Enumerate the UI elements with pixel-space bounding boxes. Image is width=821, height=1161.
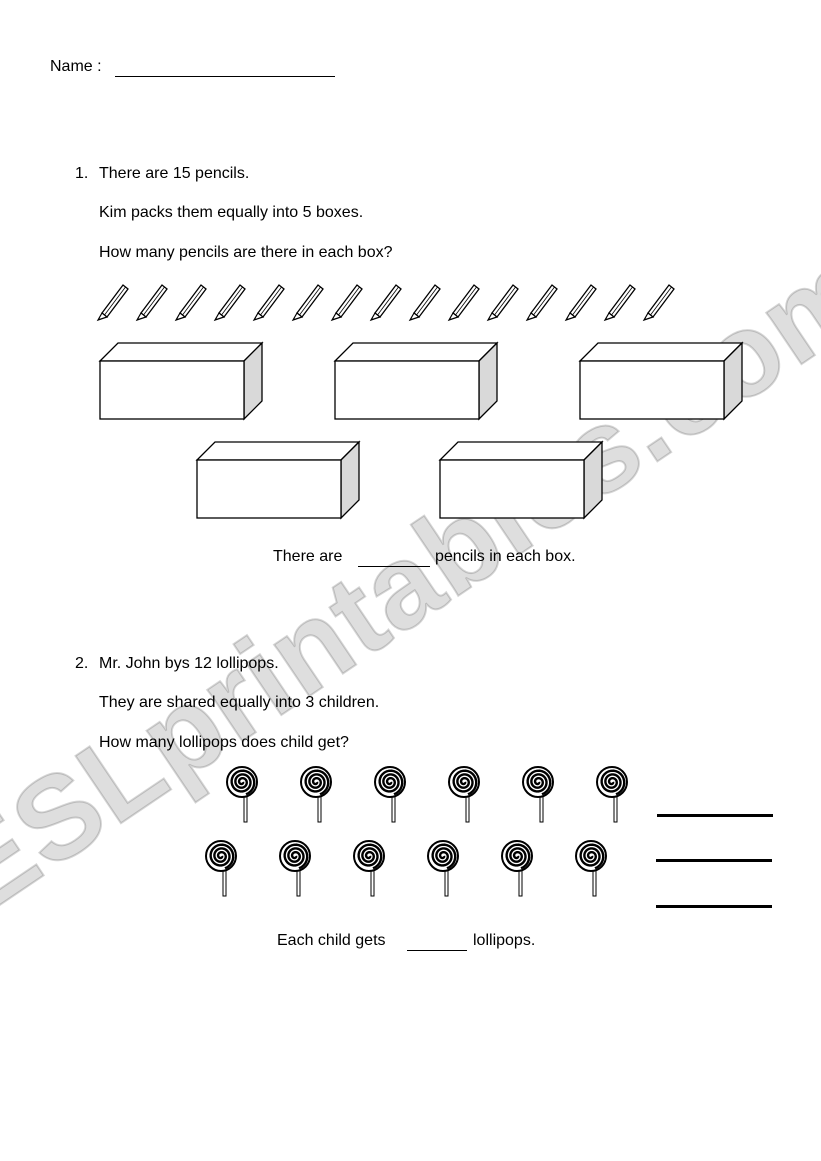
q2-line3: How many lollipops does child get? <box>99 734 349 751</box>
lollipop-icon <box>205 840 237 897</box>
lollipop-icon <box>522 766 554 823</box>
child-answer-line-3[interactable] <box>656 905 772 908</box>
pencil-icon <box>408 284 441 322</box>
q1-line3: How many pencils are there in each box? <box>99 244 393 261</box>
q1-number: 1. <box>75 165 89 182</box>
box-3 <box>578 341 744 421</box>
q2-number: 2. <box>75 655 89 672</box>
q2-line1: Mr. John bys 12 lollipops. <box>99 655 279 672</box>
lollipop-icon <box>596 766 628 823</box>
pencil-icon <box>330 284 363 322</box>
lollipop-icon <box>501 840 533 897</box>
pencil-icon <box>213 284 246 322</box>
pencil-row <box>96 284 675 322</box>
q1-answer-blank[interactable] <box>358 566 430 567</box>
name-answer-line[interactable] <box>115 76 335 77</box>
q1-line1: There are 15 pencils. <box>99 165 250 182</box>
lollipop-icon <box>427 840 459 897</box>
q1-answer-before: There are <box>273 548 343 565</box>
box-5 <box>438 440 604 520</box>
pencil-icon <box>252 284 285 322</box>
name-label: Name : <box>50 58 102 75</box>
box-2 <box>333 341 499 421</box>
pencil-icon <box>96 284 129 322</box>
lollipop-icon <box>226 766 258 823</box>
q2-answer-after: lollipops. <box>473 932 536 949</box>
lollipop-group <box>205 766 628 897</box>
pencil-icon <box>369 284 402 322</box>
pencil-icon <box>564 284 597 322</box>
q2-answer-blank[interactable] <box>407 950 467 951</box>
pencil-icon <box>603 284 636 322</box>
q2-answer-before: Each child gets <box>277 932 386 949</box>
lollipop-icon <box>448 766 480 823</box>
pencil-icon <box>291 284 324 322</box>
pencil-icon <box>642 284 675 322</box>
lollipop-icon <box>353 840 385 897</box>
lollipop-icon <box>374 766 406 823</box>
child-answer-line-2[interactable] <box>656 859 772 862</box>
box-4 <box>195 440 361 520</box>
lollipop-icon <box>279 840 311 897</box>
pencil-icon <box>525 284 558 322</box>
lollipop-icon <box>300 766 332 823</box>
pencil-icon <box>447 284 480 322</box>
child-answer-line-1[interactable] <box>657 814 773 817</box>
q2-line2: They are shared equally into 3 children. <box>99 694 380 711</box>
pencil-icon <box>486 284 519 322</box>
pencil-icon <box>135 284 168 322</box>
pencil-icon <box>174 284 207 322</box>
q1-answer-after: pencils in each box. <box>435 548 576 565</box>
q1-line2: Kim packs them equally into 5 boxes. <box>99 204 364 221</box>
box-1 <box>98 341 264 421</box>
lollipop-icon <box>575 840 607 897</box>
